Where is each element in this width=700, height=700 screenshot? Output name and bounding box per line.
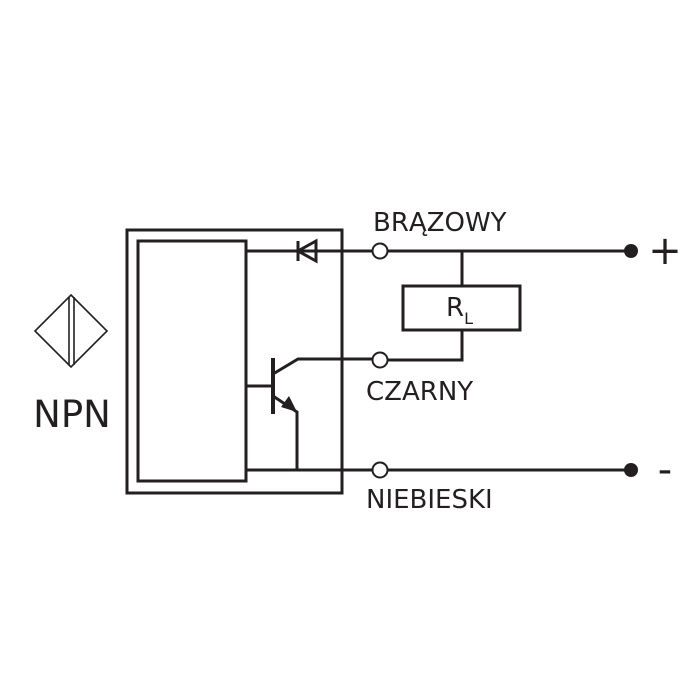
load-subscript: L bbox=[464, 309, 473, 328]
blue-wire-label: NIEBIESKI bbox=[366, 485, 493, 515]
negative-polarity-label: - bbox=[658, 447, 672, 493]
inductive-sensor-symbol-icon bbox=[33, 293, 109, 369]
load-resistor bbox=[401, 284, 522, 332]
brown-wire-label: BRĄZOWY bbox=[373, 208, 507, 238]
load-bottom-lead bbox=[388, 330, 464, 362]
load-symbol: R bbox=[446, 293, 464, 323]
black-wire-label: CZARNY bbox=[366, 377, 473, 407]
sensor-type-label: NPN bbox=[33, 393, 111, 436]
diode-icon bbox=[294, 238, 318, 264]
sensor-housing-outer bbox=[125, 228, 344, 495]
npn-transistor-icon bbox=[246, 357, 372, 470]
negative-supply-dot bbox=[624, 463, 638, 477]
black-terminal bbox=[371, 351, 389, 369]
brown-terminal bbox=[371, 242, 389, 260]
load-resistor-label: RL bbox=[446, 293, 473, 328]
positive-polarity-label: + bbox=[648, 228, 682, 274]
sensor-circuit-block bbox=[136, 239, 248, 483]
blue-terminal bbox=[371, 461, 389, 479]
positive-supply-dot bbox=[624, 244, 638, 258]
